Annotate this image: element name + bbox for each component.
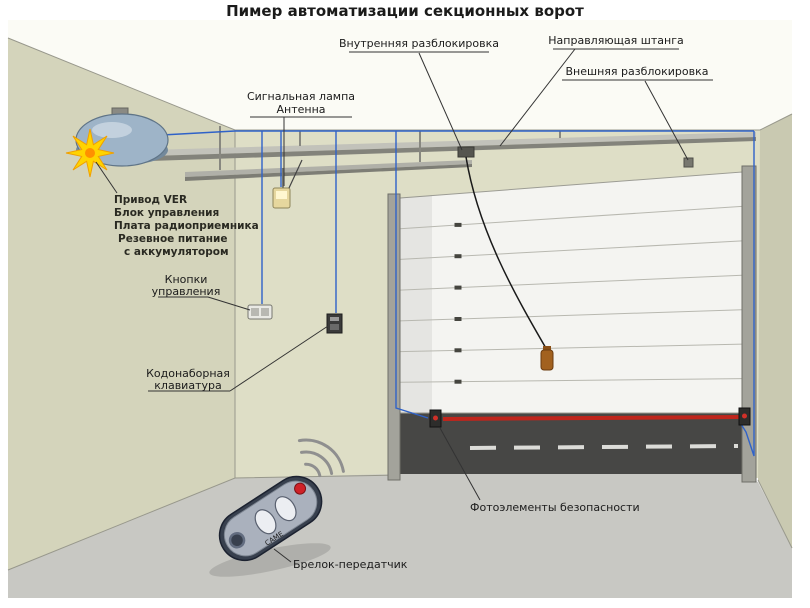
- right-wall: [758, 114, 792, 548]
- radio-waves: [297, 438, 345, 478]
- wire-photocell-drop: [395, 131, 429, 419]
- door-track-right: [741, 165, 757, 483]
- callout-keypad: [229, 325, 329, 392]
- door-track-left: [387, 193, 401, 481]
- door-panel-hinges: [454, 222, 462, 384]
- label-external-release: Внешняя разблокировка: [566, 65, 709, 78]
- callout-remote: [273, 548, 292, 563]
- photocell-left: [429, 409, 442, 428]
- door-opening: [400, 411, 742, 474]
- label-control-buttons-2: управления: [152, 285, 221, 298]
- photocell-beam: [442, 415, 741, 421]
- label-drive-block: Привод VER Блок управления Плата радиопр…: [114, 194, 259, 258]
- external-release-fitting: [683, 157, 694, 168]
- door-shading: [400, 195, 432, 413]
- light-flash: [65, 128, 115, 178]
- label-keypad-2: клавиатура: [154, 379, 221, 392]
- sectional-door: [399, 171, 743, 414]
- wiring: [149, 130, 755, 457]
- callout-guide-rod: [499, 48, 576, 147]
- label-remote: Брелок-передатчик: [293, 558, 408, 571]
- release-handle: [540, 346, 554, 371]
- svg-text:Блок управления: Блок управления: [114, 207, 219, 219]
- rail-trolley: [457, 146, 475, 158]
- callout-lines: [95, 48, 713, 563]
- left-wall: [8, 38, 235, 570]
- fob-button-red: [294, 482, 307, 495]
- floor: [8, 474, 792, 598]
- callout-internal-release: [418, 52, 463, 151]
- wire-right-drop: [740, 131, 755, 457]
- photocell-right: [738, 407, 751, 426]
- label-keypad-1: Кодонаборная: [146, 367, 230, 380]
- floor-right-edge: [757, 479, 793, 549]
- control-buttons-device: [247, 304, 273, 320]
- label-guide-rod: Направляющая штанга: [548, 34, 683, 47]
- fob-keyring-hole: [228, 532, 246, 549]
- callout-buttons: [207, 296, 251, 311]
- signal-lamp: [272, 168, 291, 209]
- ceiling-wall-edge: [7, 37, 793, 131]
- svg-text:Привод VER: Привод VER: [114, 194, 187, 206]
- label-antenna: Антенна: [276, 103, 325, 116]
- fob-button-1: [254, 509, 277, 535]
- label-control-buttons-1: Кнопки: [165, 273, 208, 286]
- road-marking: [469, 444, 739, 450]
- callout-external-release: [644, 80, 689, 161]
- svg-text:Резевное питание: Резевное питание: [118, 233, 227, 245]
- antenna-wire: [288, 159, 303, 189]
- remote-fob: CAME: [218, 475, 323, 562]
- ceiling: [8, 20, 792, 130]
- label-signal-lamp: Сигнальная лампа: [247, 90, 355, 103]
- fob-button-2: [274, 496, 297, 522]
- floor-wall-edge: [7, 474, 401, 571]
- secondary-rail: [185, 126, 472, 181]
- label-internal-release: Внутренняя разблокировка: [339, 37, 499, 50]
- svg-text:Плата радиоприемника: Плата радиоприемника: [114, 220, 259, 232]
- page-title: Пимер автоматизации секционных ворот: [226, 2, 584, 20]
- guide-rail: [150, 131, 756, 161]
- callout-drive: [95, 161, 118, 194]
- keypad-device: [326, 313, 343, 334]
- svg-text:с аккумулятором: с аккумулятором: [124, 246, 229, 258]
- release-cord: [465, 156, 548, 351]
- callout-photocells: [439, 427, 481, 501]
- fob-shadow: [209, 543, 331, 577]
- label-photocells: Фотоэлементы безопасности: [470, 501, 640, 514]
